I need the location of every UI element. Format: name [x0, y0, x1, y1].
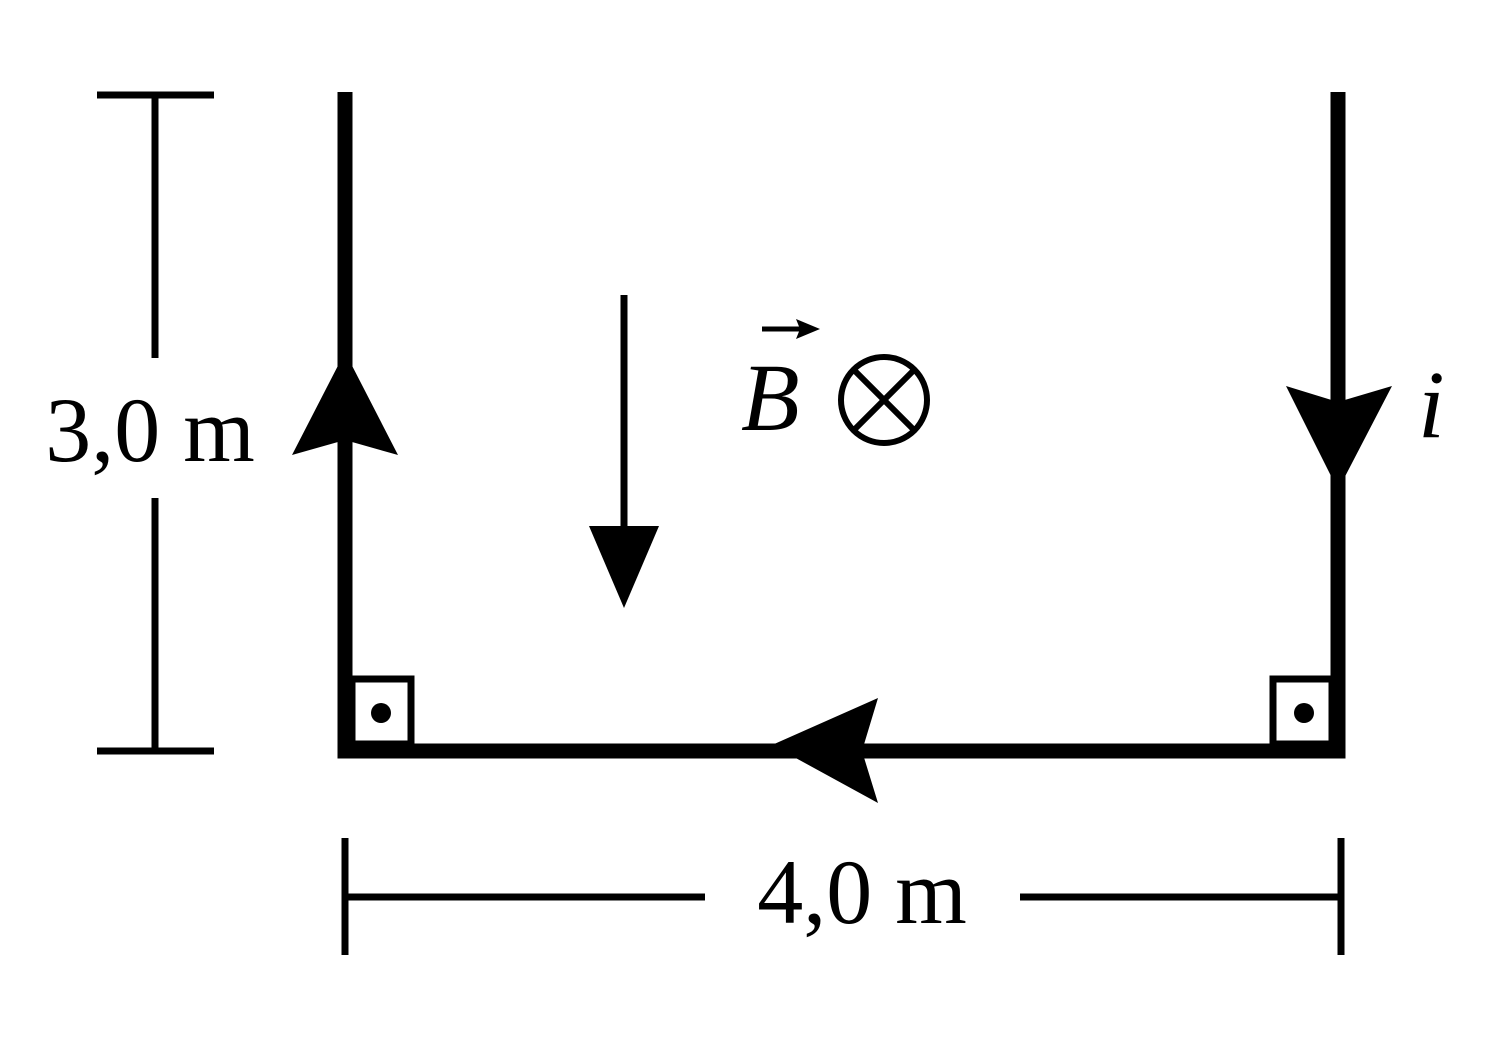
- into-page-cross-2: [850, 366, 918, 434]
- field-symbol: B: [741, 344, 800, 451]
- corner-dot-left: [371, 703, 391, 723]
- right-angle-dot-icon: [1269, 675, 1336, 748]
- field-label: B: [741, 319, 820, 451]
- into-page-cross-icon: [838, 354, 930, 446]
- width-label: 4,0 m: [757, 841, 967, 943]
- current-symbol: i: [1418, 351, 1445, 458]
- downward-arrow: [589, 295, 659, 608]
- wire: [337, 92, 1346, 759]
- width-dimension: [341, 838, 1345, 955]
- wire-path: [337, 92, 1346, 759]
- corner-dot-right: [1294, 703, 1314, 723]
- vector-arrow-head: [796, 319, 820, 339]
- corner-mark-left: [348, 675, 415, 748]
- right-angle-dot-icon: [348, 675, 415, 748]
- into-page-circle: [838, 354, 930, 446]
- current-arrow-bottom-left: [772, 698, 878, 803]
- current-arrow-right-down: [1286, 386, 1392, 490]
- downward-arrow-head: [589, 526, 659, 608]
- height-label: 3,0 m: [45, 379, 255, 481]
- corner-mark-right: [1269, 675, 1336, 748]
- current-arrow-left-up: [292, 352, 398, 455]
- height-dimension: [97, 91, 214, 755]
